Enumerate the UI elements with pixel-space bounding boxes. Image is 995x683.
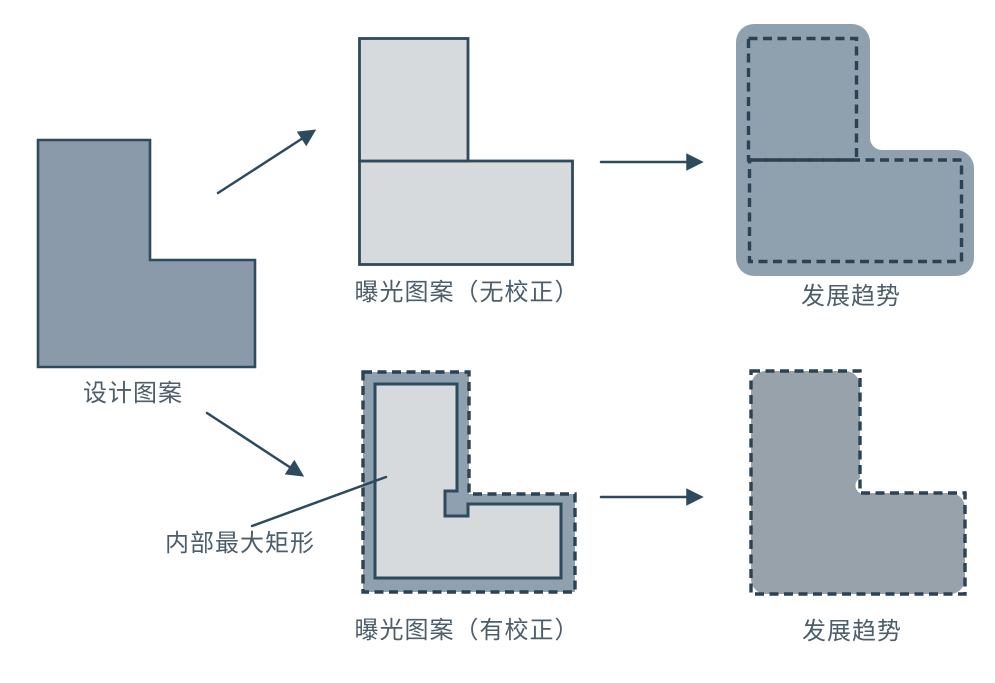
design-pattern-label: 设计图案 (83, 379, 183, 407)
exposure-uncorrected-bottom-rect (358, 159, 574, 266)
trend-corrected-rounded-fill (751, 371, 965, 594)
trend-bottom-label: 发展趋势 (802, 617, 902, 645)
trend-uncorrected-shape (736, 24, 974, 276)
design-pattern-shape (36, 138, 257, 369)
exposure-no-correction-label: 曝光图案（无校正） (355, 278, 580, 306)
exposure-uncorrected-shape (358, 37, 574, 266)
trend-corrected-dashed-outline (749, 369, 967, 596)
pointer-line-inner-rectangle (250, 475, 388, 528)
trend-uncorrected-dashed-top-rect (746, 36, 859, 162)
exposure-uncorrected-top-rect (358, 37, 470, 163)
inner-max-rectangle-label: 内部最大矩形 (165, 529, 315, 557)
arrow-icon-design-to-corrected (205, 411, 305, 477)
exposure-with-correction-label: 曝光图案（有校正） (355, 616, 580, 644)
inner-max-rectangle-shape (373, 382, 563, 580)
trend-uncorrected-dashed-bottom-rect (747, 158, 964, 264)
arrow-icon-design-to-uncorrected (216, 129, 317, 195)
trend-top-label: 发展趋势 (801, 282, 901, 310)
exposure-corrected-shape (361, 370, 577, 594)
trend-corrected-shape (749, 369, 967, 596)
